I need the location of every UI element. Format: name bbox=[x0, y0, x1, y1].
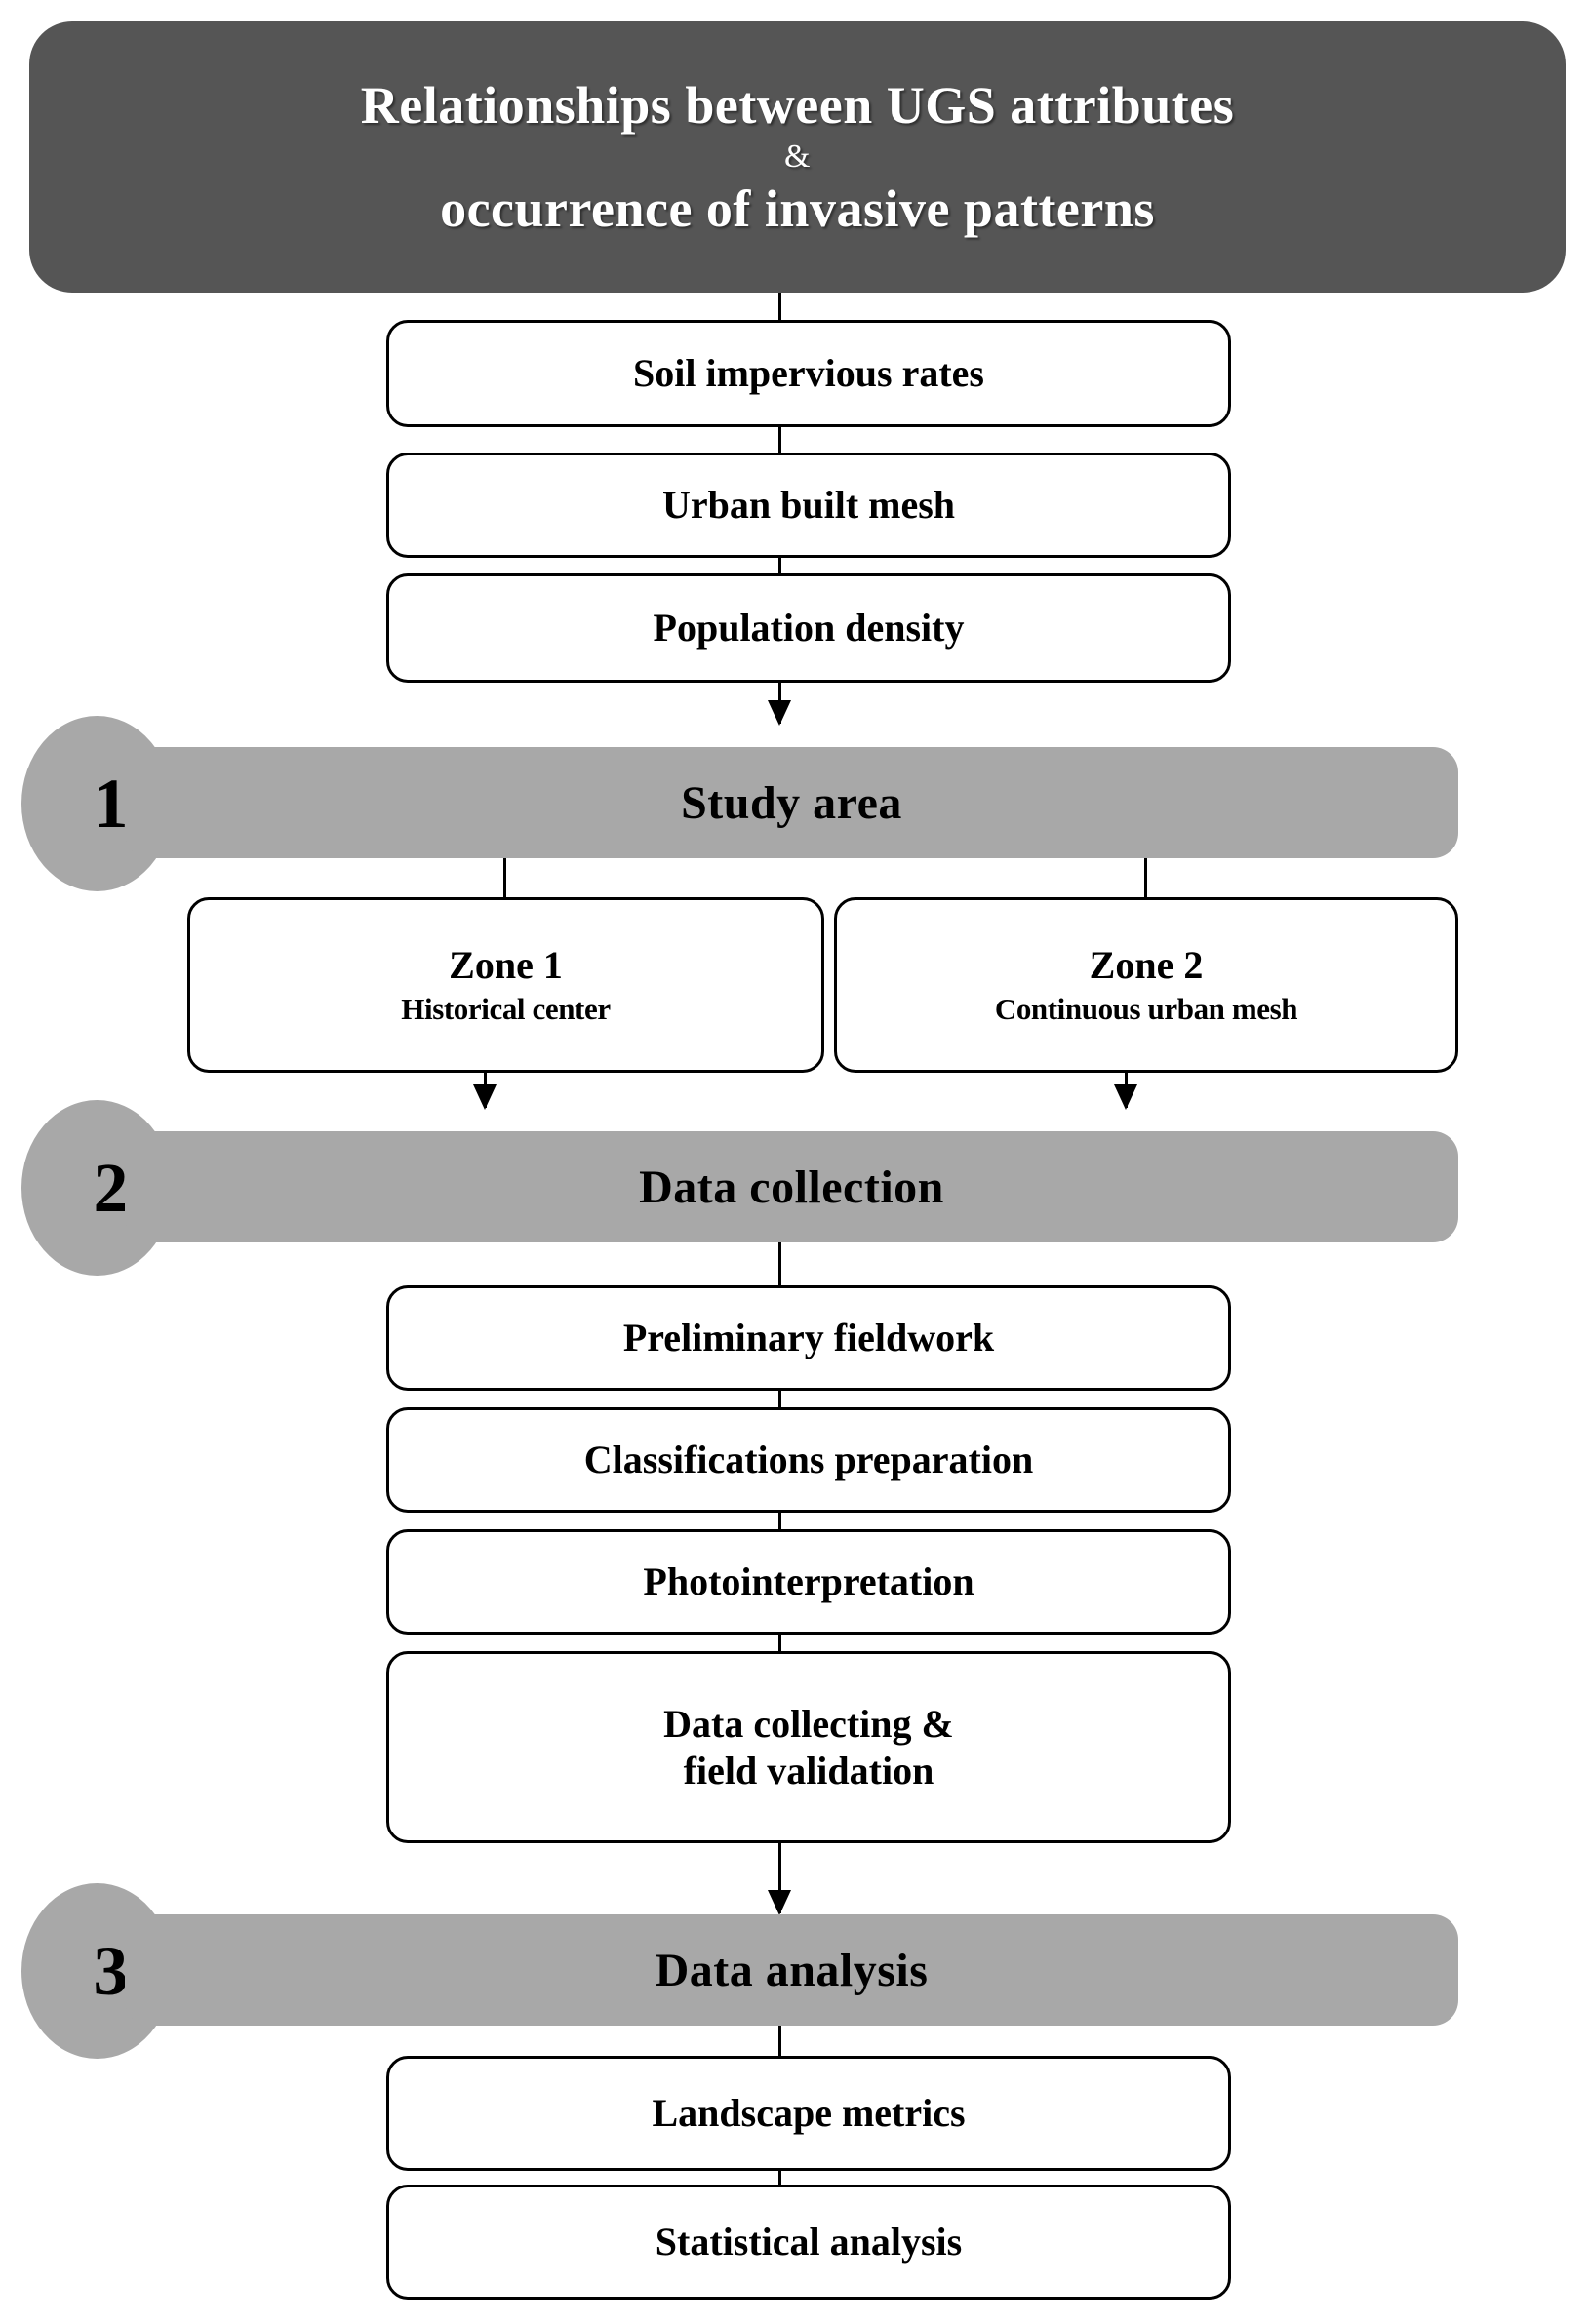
connector-study-area-to-zone-1 bbox=[503, 858, 506, 899]
zone-1-title: Zone 1 bbox=[449, 943, 563, 988]
zone-2-title: Zone 2 bbox=[1089, 943, 1204, 988]
data-collection-box-label: Classifications preparation bbox=[583, 1438, 1034, 1482]
connector-data-analysis-to-landscape-metrics bbox=[778, 2026, 781, 2059]
connector-data-collection-to-fieldwork bbox=[778, 1242, 781, 1287]
data-collection-box-photointerpretation: Photointerpretation bbox=[386, 1529, 1231, 1635]
header-banner: Relationships between UGS attributes & o… bbox=[29, 21, 1566, 293]
data-collecting-label-line-2: field validation bbox=[683, 1748, 934, 1792]
data-analysis-box-landscape-metrics: Landscape metrics bbox=[386, 2056, 1231, 2171]
attribute-box-label: Urban built mesh bbox=[661, 483, 956, 528]
arrow-zone-2-to-data-collection bbox=[1114, 1073, 1137, 1110]
zone-1-subtitle: Historical center bbox=[401, 992, 611, 1027]
connector-fieldwork-to-classifications bbox=[778, 1389, 781, 1410]
connector-photointerpretation-to-data-collecting bbox=[778, 1633, 781, 1654]
arrow-data-collection-to-data-analysis bbox=[768, 1843, 791, 1915]
connector-classifications-to-photointerpretation bbox=[778, 1511, 781, 1532]
header-title-ampersand: & bbox=[784, 138, 811, 176]
stage-2-band: Data collection bbox=[125, 1131, 1458, 1242]
stage-1-band: Study area bbox=[125, 747, 1458, 858]
stage-1-number: 1 bbox=[93, 765, 129, 843]
connector-landscape-metrics-to-statistical-analysis bbox=[778, 2169, 781, 2188]
zone-box-2: Zone 2 Continuous urban mesh bbox=[834, 897, 1458, 1073]
connector-soil-to-urban bbox=[778, 425, 781, 454]
zone-2-subtitle: Continuous urban mesh bbox=[994, 992, 1298, 1027]
stage-1-label: Study area bbox=[681, 776, 902, 829]
stage-3-label: Data analysis bbox=[655, 1944, 929, 1996]
header-title-line-2: occurrence of invasive patterns bbox=[440, 178, 1155, 238]
attribute-box-soil-impervious-rates: Soil impervious rates bbox=[386, 320, 1231, 427]
data-collection-box-data-collecting-field-validation: Data collecting & field validation bbox=[386, 1651, 1231, 1843]
header-title-line-1: Relationships between UGS attributes bbox=[360, 75, 1235, 135]
data-analysis-box-label: Landscape metrics bbox=[652, 2091, 966, 2136]
attribute-box-label: Soil impervious rates bbox=[633, 351, 984, 396]
connector-study-area-to-zone-2 bbox=[1144, 858, 1147, 899]
arrow-attributes-to-study-area bbox=[768, 683, 791, 726]
data-collection-box-label: Photointerpretation bbox=[643, 1559, 974, 1604]
data-collection-box-classifications-preparation: Classifications preparation bbox=[386, 1407, 1231, 1513]
attribute-box-label: Population density bbox=[653, 606, 965, 650]
data-collection-box-preliminary-fieldwork: Preliminary fieldwork bbox=[386, 1285, 1231, 1391]
data-analysis-box-statistical-analysis: Statistical analysis bbox=[386, 2185, 1231, 2300]
attribute-box-population-density: Population density bbox=[386, 573, 1231, 683]
connector-header-to-attributes bbox=[778, 293, 781, 322]
data-collecting-label-line-1: Data collecting & bbox=[663, 1702, 954, 1747]
data-collection-box-label: Preliminary fieldwork bbox=[622, 1316, 995, 1360]
zone-box-1: Zone 1 Historical center bbox=[187, 897, 824, 1073]
attribute-box-urban-built-mesh: Urban built mesh bbox=[386, 453, 1231, 558]
arrow-zone-1-to-data-collection bbox=[473, 1073, 497, 1110]
connector-urban-to-population bbox=[778, 556, 781, 575]
data-analysis-box-label: Statistical analysis bbox=[655, 2220, 963, 2265]
stage-2-number: 2 bbox=[93, 1149, 129, 1227]
stage-3-number: 3 bbox=[93, 1932, 129, 2010]
stage-2-label: Data collection bbox=[639, 1161, 944, 1213]
stage-3-band: Data analysis bbox=[125, 1914, 1458, 2026]
